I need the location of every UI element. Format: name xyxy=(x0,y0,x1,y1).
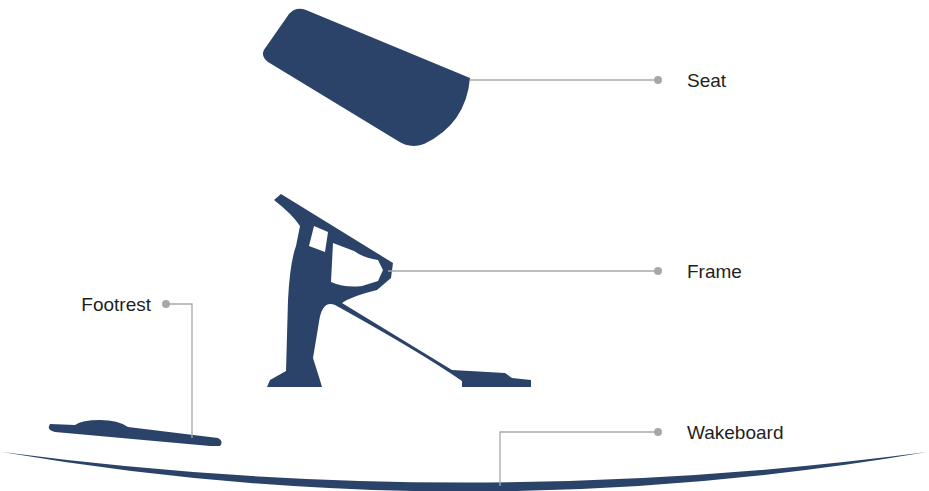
seat-part xyxy=(263,9,470,146)
wakeboard-part xyxy=(2,452,927,491)
leader-lines xyxy=(166,80,658,486)
footrest-part xyxy=(49,420,222,446)
leader-line xyxy=(500,432,658,486)
leader-line xyxy=(470,79,658,80)
part-label: Seat xyxy=(687,71,726,90)
leader-line xyxy=(388,270,658,271)
part-label: Footrest xyxy=(81,295,151,314)
part-label: Wakeboard xyxy=(687,423,783,442)
leader-dots xyxy=(162,76,662,436)
leader-dot xyxy=(654,76,662,84)
leader-dot xyxy=(654,428,662,436)
leader-dot xyxy=(162,300,170,308)
leader-dot xyxy=(654,267,662,275)
part-label: Frame xyxy=(687,262,742,281)
frame-part xyxy=(267,194,531,387)
leader-line xyxy=(166,304,192,438)
